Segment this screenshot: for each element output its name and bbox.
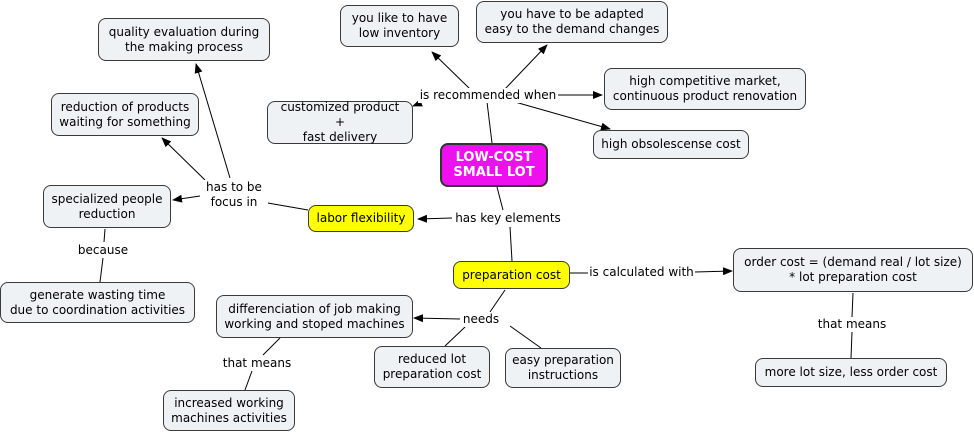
- node-differenciation[interactable]: differenciation of job making working an…: [216, 295, 413, 338]
- link-central-recommended: [486, 101, 493, 144]
- label-has-to-be-focus-in: has to be focus in: [200, 180, 268, 210]
- link-recommended-adapted: [504, 44, 548, 90]
- link-focus-reduction: [161, 137, 206, 181]
- link-calculated-order: [694, 267, 733, 276]
- link-differenciation-thatmeans: [262, 337, 281, 356]
- link-focus-quality: [194, 63, 231, 179]
- node-labor-flexibility[interactable]: labor flexibility: [308, 205, 414, 232]
- link-needs-easy: [509, 325, 542, 349]
- link-order-thatmeans: [851, 292, 854, 318]
- link-specialized-because: [103, 228, 106, 243]
- link-preparation-needs: [489, 289, 506, 313]
- node-order-cost[interactable]: order cost = (demand real / lot size) * …: [733, 248, 973, 292]
- link-recommended-low-inventory: [431, 51, 471, 90]
- node-wasting-time[interactable]: generate wasting time due to coordinatio…: [0, 282, 195, 323]
- label-is-recommended-when: is recommended when: [418, 88, 558, 103]
- label-because: because: [74, 243, 132, 258]
- link-keyelements-preparation: [509, 226, 513, 262]
- link-thatmeans-lotsize: [850, 331, 853, 359]
- node-reduced-lot[interactable]: reduced lot preparation cost: [374, 346, 490, 388]
- node-lot-size[interactable]: more lot size, less order cost: [755, 358, 947, 387]
- link-labor-focus: [261, 201, 309, 211]
- node-increased-working[interactable]: increased working machines activities: [163, 390, 295, 431]
- label-needs: needs: [460, 312, 502, 327]
- label-that-means-right: that means: [814, 317, 890, 332]
- node-reduction-waiting[interactable]: reduction of products waiting for someth…: [51, 93, 199, 136]
- link-keyelements-labor: [417, 214, 453, 223]
- link-needs-differenciation: [413, 314, 461, 323]
- link-central-keyelements: [496, 186, 504, 211]
- link-recommended-obsolescence: [514, 101, 611, 131]
- node-low-inventory[interactable]: you like to have low inventory: [340, 5, 459, 47]
- link-focus-specialized: [172, 194, 201, 203]
- node-customized-product[interactable]: customized product + fast delivery: [267, 100, 413, 144]
- node-specialized-people[interactable]: specialized people reduction: [43, 185, 171, 228]
- link-because-wasting: [99, 257, 104, 283]
- link-thatmeans-increased: [244, 370, 253, 391]
- label-has-key-elements: has key elements: [452, 211, 564, 226]
- node-adapted-demand[interactable]: you have to be adapted easy to the deman…: [476, 1, 668, 43]
- node-obsolescence-cost[interactable]: high obsolescense cost: [593, 130, 749, 159]
- node-easy-preparation[interactable]: easy preparation instructions: [505, 348, 621, 388]
- link-needs-reduced: [444, 326, 466, 347]
- node-competitive-market[interactable]: high competitive market, continuous prod…: [604, 68, 806, 110]
- label-is-calculated-with: is calculated with: [588, 265, 695, 280]
- label-that-means-left: that means: [219, 356, 295, 371]
- node-quality-evaluation[interactable]: quality evaluation during the making pro…: [98, 18, 270, 61]
- node-preparation-cost[interactable]: preparation cost: [453, 261, 570, 289]
- central-node-low-cost-small-lot[interactable]: LOW-COST SMALL LOT: [440, 143, 548, 187]
